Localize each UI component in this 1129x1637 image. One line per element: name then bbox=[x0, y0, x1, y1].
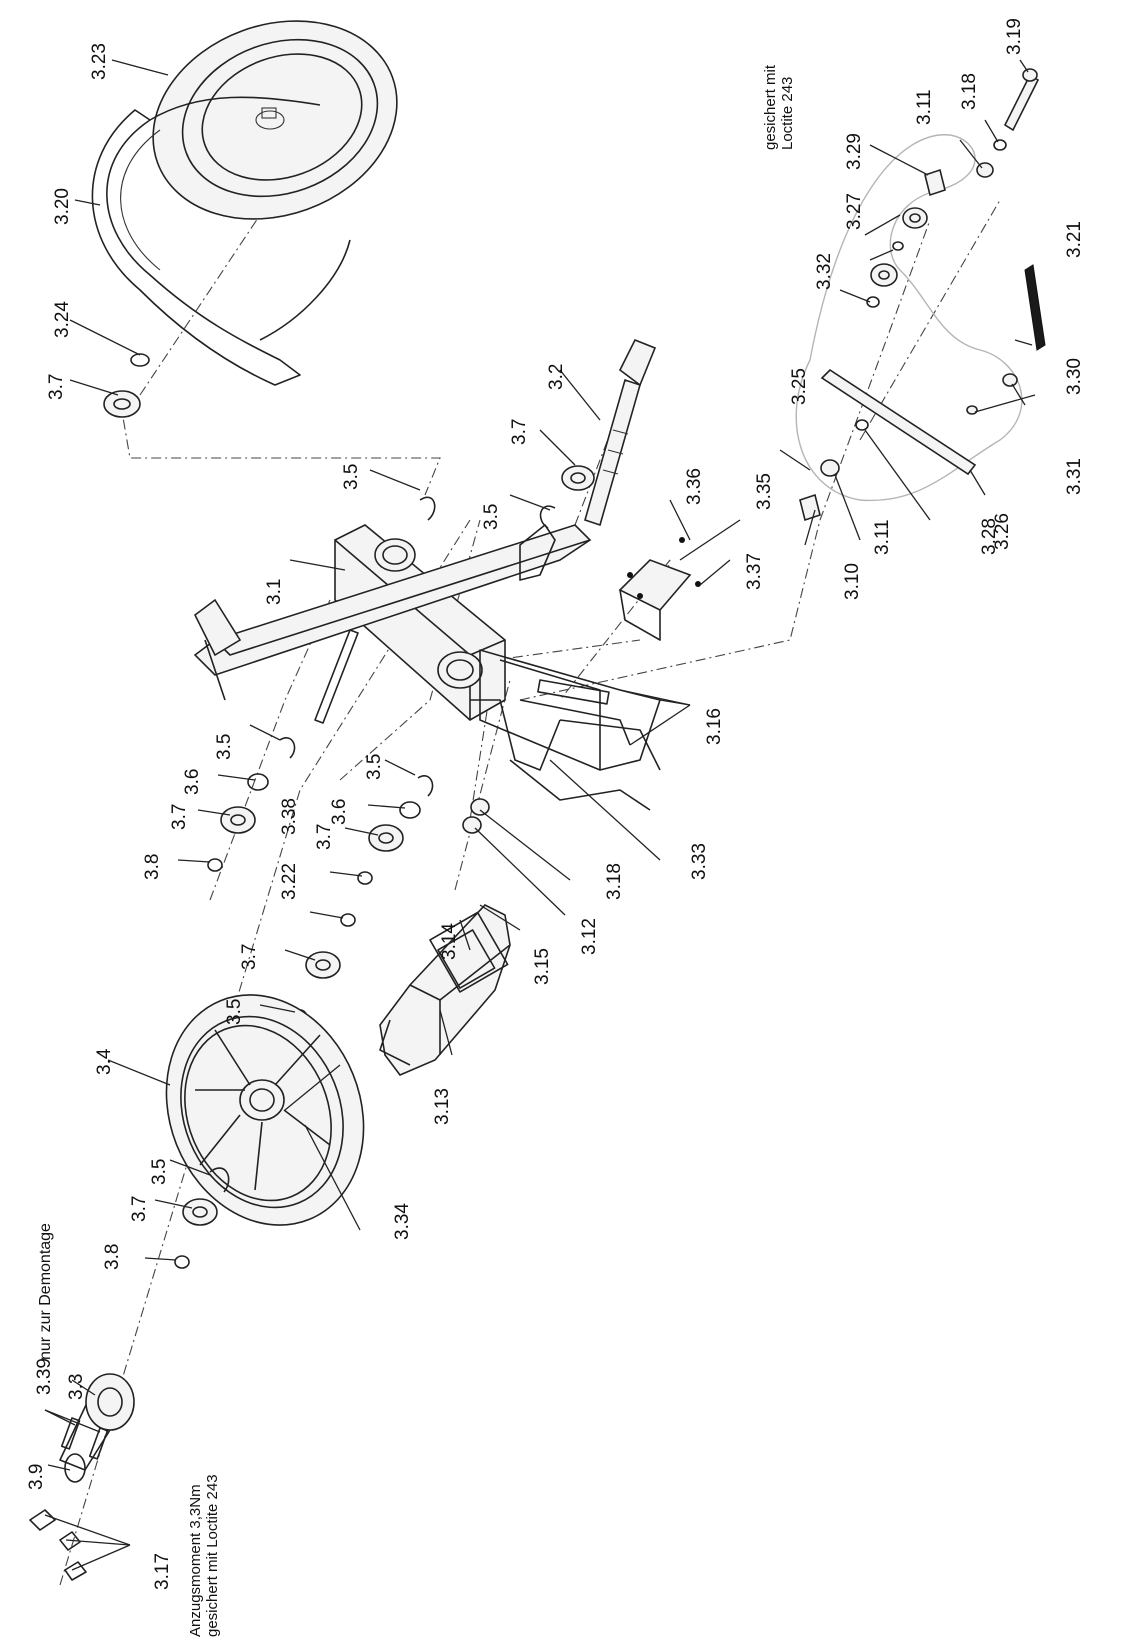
label-3-6-a: 3.6 bbox=[182, 769, 203, 795]
right-small-parts bbox=[799, 68, 1040, 522]
leader-lines bbox=[44, 59, 1036, 1571]
label-3-7-f: 3.7 bbox=[129, 1196, 150, 1222]
note-torque-line1: Anzugsmoment 3,3Nm bbox=[187, 1484, 204, 1637]
left-axis-parts bbox=[207, 737, 434, 1031]
rod-3-21 bbox=[1024, 264, 1046, 351]
label-3-18-b: 3.18 bbox=[959, 73, 980, 110]
label-3-30: 3.30 bbox=[1064, 358, 1085, 395]
shaft-3-2 bbox=[584, 338, 657, 527]
annotation-notes: nur zur Demontage Anzugsmoment 3,3Nm ges… bbox=[37, 64, 796, 1637]
label-3-25: 3.25 bbox=[789, 368, 810, 405]
label-3-14: 3.14 bbox=[439, 923, 460, 960]
label-3-3: 3.3 bbox=[66, 1374, 87, 1400]
label-3-7-e: 3.7 bbox=[239, 944, 260, 970]
label-3-37: 3.37 bbox=[744, 553, 765, 590]
label-3-2: 3.2 bbox=[546, 364, 567, 390]
label-3-7-b: 3.7 bbox=[509, 419, 530, 445]
label-3-32: 3.32 bbox=[814, 253, 835, 290]
label-3-23: 3.23 bbox=[89, 43, 110, 80]
label-3-31: 3.31 bbox=[1064, 458, 1085, 495]
label-3-13: 3.13 bbox=[432, 1088, 453, 1125]
label-3-11-b: 3.11 bbox=[914, 89, 935, 125]
label-3-20: 3.20 bbox=[52, 188, 73, 225]
label-3-24: 3.24 bbox=[52, 301, 73, 338]
bearing-3-7-top bbox=[103, 390, 141, 418]
note-loctite-line1: gesichert mit bbox=[762, 64, 779, 150]
label-3-18-a: 3.18 bbox=[604, 863, 625, 900]
label-3-28: 3.28 bbox=[979, 518, 1000, 555]
label-3-34: 3.34 bbox=[392, 1203, 413, 1240]
label-3-5-c: 3.5 bbox=[214, 734, 235, 760]
label-3-27: 3.27 bbox=[844, 193, 865, 230]
label-3-6-b: 3.6 bbox=[329, 799, 350, 825]
plate-3-35 bbox=[618, 537, 701, 641]
label-3-19: 3.19 bbox=[1004, 18, 1025, 55]
cradle-3-13 bbox=[379, 904, 511, 1076]
label-3-16: 3.16 bbox=[704, 708, 725, 745]
label-3-17: 3.17 bbox=[152, 1553, 173, 1590]
label-3-5-d: 3.5 bbox=[364, 754, 385, 780]
nuts-3-12-3-18 bbox=[462, 798, 490, 834]
callout-labels: 3.1 3.2 3.3 3.4 3.5 3.5 3.5 3.5 3.5 3.5 … bbox=[26, 18, 1085, 1590]
label-3-22: 3.22 bbox=[279, 863, 300, 900]
label-3-5-a: 3.5 bbox=[341, 464, 362, 490]
assembly-center-lines bbox=[59, 199, 1001, 1586]
label-3-39: 3.39 bbox=[34, 1358, 55, 1395]
label-3-33: 3.33 bbox=[689, 843, 710, 880]
label-3-1: 3.1 bbox=[264, 579, 285, 605]
label-3-5-b: 3.5 bbox=[481, 504, 502, 530]
label-3-7-c: 3.7 bbox=[169, 804, 190, 830]
label-3-38: 3.38 bbox=[279, 798, 300, 835]
pulley-wheel-3-23 bbox=[152, 20, 398, 220]
label-3-7-a: 3.7 bbox=[46, 374, 67, 400]
note-demontage: nur zur Demontage bbox=[37, 1223, 54, 1360]
note-torque-line2: gesichert mit Loctite 243 bbox=[204, 1474, 221, 1637]
label-3-12: 3.12 bbox=[579, 918, 600, 955]
label-3-26: 3.26 bbox=[992, 513, 1013, 550]
label-3-36: 3.36 bbox=[684, 468, 705, 505]
ring-3-24 bbox=[130, 353, 150, 367]
label-3-29: 3.29 bbox=[844, 133, 865, 170]
lower-left-parts bbox=[174, 1167, 230, 1269]
swing-arm-ghost-3-25 bbox=[795, 134, 1023, 502]
label-3-8-b: 3.8 bbox=[102, 1244, 123, 1270]
label-3-7-d: 3.7 bbox=[314, 824, 335, 850]
label-3-5-f: 3.5 bbox=[149, 1159, 170, 1185]
wheel-3-4 bbox=[165, 994, 365, 1226]
label-3-15: 3.15 bbox=[532, 948, 553, 985]
label-3-10: 3.10 bbox=[842, 563, 863, 600]
label-3-11-a: 3.11 bbox=[872, 519, 893, 555]
main-frame-3-1 bbox=[193, 524, 661, 771]
label-3-35: 3.35 bbox=[754, 473, 775, 510]
label-3-5-e: 3.5 bbox=[224, 999, 245, 1025]
circlips-3-5-upper bbox=[419, 496, 556, 529]
frame-legs bbox=[470, 699, 661, 811]
label-3-21: 3.21 bbox=[1064, 221, 1085, 258]
note-loctite-line2: Loctite 243 bbox=[779, 77, 796, 150]
flat-bar-3-26 bbox=[820, 368, 977, 476]
bearing-3-7-shaft bbox=[561, 465, 595, 491]
label-3-8-a: 3.8 bbox=[142, 854, 163, 880]
label-3-4: 3.4 bbox=[94, 1048, 115, 1075]
drive-belt-3-20 bbox=[91, 96, 351, 386]
hub-3-3 bbox=[29, 1373, 135, 1581]
label-3-9: 3.9 bbox=[26, 1464, 47, 1490]
